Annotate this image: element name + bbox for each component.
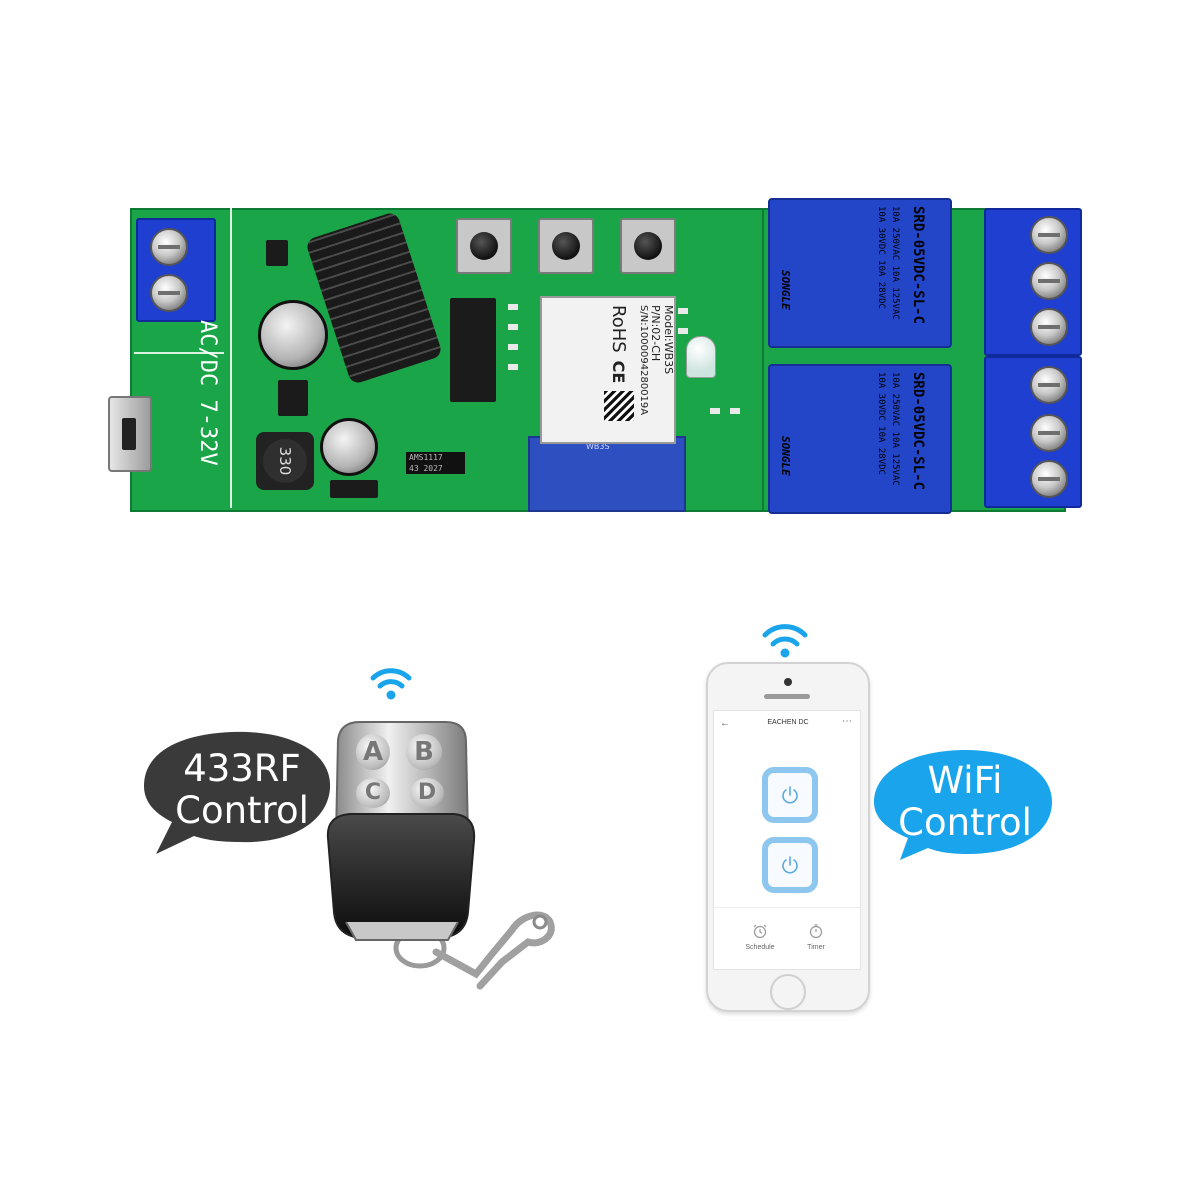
- relay-board: AC/DC 7-32V 330 AMS1117 43 2027 WB3S Mod…: [108, 208, 774, 512]
- silkscreen-line: [230, 208, 232, 508]
- rf-bubble-line1: 433RF: [183, 747, 301, 790]
- antenna-label: WB3S: [586, 442, 610, 451]
- terminal-screw: [1030, 460, 1068, 498]
- module-part-number: P/N:02-CH: [649, 305, 662, 362]
- ce-mark: CE: [609, 360, 629, 384]
- earpiece-speaker: [764, 694, 810, 699]
- remote-button-a[interactable]: A: [356, 734, 390, 770]
- tact-button-2[interactable]: [538, 218, 594, 274]
- more-dots-icon[interactable]: ⋯: [842, 716, 852, 727]
- switch-1-power-button[interactable]: [762, 767, 818, 823]
- wifi-bubble-line1: WiFi: [927, 759, 1003, 802]
- terminal-screw: [1030, 366, 1068, 404]
- relay-2-model: SRD-05VDC-SL-C: [910, 372, 926, 491]
- relay-1-terminal-block: [984, 208, 1082, 356]
- wifi-signal-icon: [762, 624, 808, 658]
- power-icon: [782, 856, 798, 874]
- stopwatch-icon: [809, 924, 823, 939]
- module-antenna-board: WB3S: [528, 436, 686, 512]
- rf-speech-bubble: [144, 731, 331, 854]
- relay-1-rating-ac: 10A 250VAC 10A 125VAC: [890, 206, 900, 320]
- switch-2-power-button[interactable]: [762, 837, 818, 893]
- front-camera: [784, 678, 792, 686]
- relay-1-rating-dc: 10A 30VDC 10A 28VDC: [876, 206, 886, 309]
- relay-1-brand: SONGLE: [779, 270, 792, 310]
- bottom-divider: [714, 907, 860, 908]
- tact-button-3[interactable]: [620, 218, 676, 274]
- smd-transistor: [266, 240, 288, 266]
- regulator-sub-label: 43 2027: [409, 464, 443, 473]
- module-serial-number: S/N:1000094280019A: [638, 305, 649, 416]
- regulator-label: AMS1117: [409, 453, 443, 462]
- relay-2-rating-dc: 10A 30VDC 10A 28VDC: [876, 372, 886, 475]
- rf-bubble-line2: Control: [175, 789, 309, 832]
- rf-bubble-text: 433RF Control: [152, 748, 332, 832]
- decoder-ic: [450, 298, 496, 402]
- module-label-area: Model:WB3S P/N:02-CH S/N:1000094280019A …: [547, 305, 675, 435]
- terminal-screw: [150, 274, 188, 312]
- power-icon: [782, 786, 798, 804]
- relay-2: SRD-05VDC-SL-C 10A 250VAC 10A 125VAC 10A…: [768, 364, 952, 514]
- remote-button-c[interactable]: C: [356, 778, 390, 808]
- remote-button-b[interactable]: B: [406, 734, 442, 770]
- terminal-screw: [1030, 262, 1068, 300]
- tab-schedule-label: Schedule: [745, 944, 775, 951]
- power-input-label: AC/DC 7-32V: [195, 320, 220, 466]
- alarm-clock-icon: [753, 924, 767, 939]
- terminal-screw: [1030, 414, 1068, 452]
- wifi-bubble-line2: Control: [898, 801, 1032, 844]
- power-inductor: 330: [256, 432, 314, 490]
- relay-2-terminal-block: [984, 356, 1082, 508]
- remote-button-d[interactable]: D: [410, 778, 444, 808]
- back-arrow-icon[interactable]: ←: [720, 718, 730, 729]
- electrolytic-capacitor: [258, 300, 328, 370]
- wifi-signal-icon: [370, 668, 412, 700]
- tact-button-1[interactable]: [456, 218, 512, 274]
- inductor-label: 330: [263, 439, 307, 483]
- voltage-regulator: AMS1117 43 2027: [406, 452, 465, 474]
- tab-timer[interactable]: Timer: [796, 923, 836, 951]
- usb-socket: [122, 418, 136, 450]
- tab-timer-label: Timer: [807, 944, 825, 951]
- silkscreen-line: [134, 352, 224, 354]
- qr-code-icon: [604, 391, 634, 422]
- terminal-screw: [1030, 308, 1068, 346]
- terminal-screw: [150, 228, 188, 266]
- power-terminal-block: [136, 218, 216, 322]
- wifi-speech-bubble: [874, 750, 1052, 860]
- rohs-mark: RoHS: [608, 305, 630, 353]
- relay-1: SRD-05VDC-SL-C 10A 250VAC 10A 125VAC 10A…: [768, 198, 952, 348]
- relay-1-model: SRD-05VDC-SL-C: [910, 206, 926, 325]
- terminal-screw: [1030, 216, 1068, 254]
- wifi-bubble-text: WiFi Control: [880, 760, 1050, 844]
- tab-schedule[interactable]: Schedule: [736, 923, 784, 951]
- app-screen: ← EACHEN DC ⋯ Schedule Timer: [713, 710, 861, 970]
- relay-2-brand: SONGLE: [779, 436, 792, 476]
- micro-usb-port: [108, 396, 152, 472]
- status-led: [686, 336, 716, 378]
- home-button[interactable]: [770, 974, 806, 1010]
- app-title: EACHEN DC: [767, 719, 809, 726]
- electrolytic-capacitor: [320, 418, 378, 476]
- module-model: Model:WB3S: [662, 305, 675, 375]
- smd-diode: [330, 480, 378, 498]
- smd-ic: [278, 380, 308, 416]
- relay-section: SRD-05VDC-SL-C 10A 250VAC 10A 125VAC 10A…: [762, 194, 1082, 516]
- wifi-module-wb3s: Model:WB3S P/N:02-CH S/N:1000094280019A …: [540, 296, 676, 444]
- relay-2-rating-ac: 10A 250VAC 10A 125VAC: [890, 372, 900, 486]
